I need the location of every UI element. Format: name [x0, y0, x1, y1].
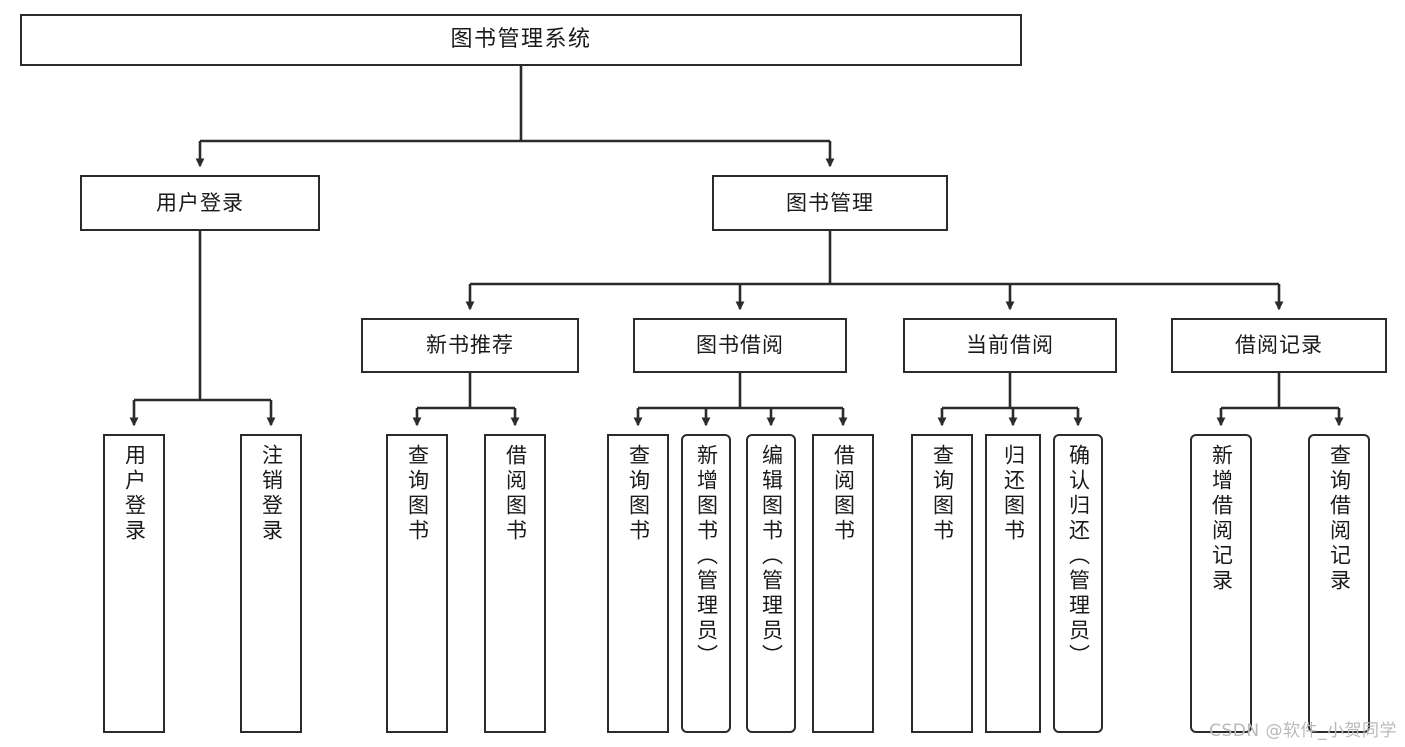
- csdn-watermark: CSDN @软件_小贺同学: [1209, 721, 1397, 741]
- node-label: 图书借阅: [696, 333, 784, 358]
- node-label: 借阅图书: [831, 444, 856, 544]
- node-borrow-record[interactable]: 借阅记录: [1171, 318, 1387, 373]
- node-label: 查询借阅记录: [1327, 444, 1352, 594]
- node-label: 归还图书: [1001, 444, 1026, 544]
- node-book-borrow[interactable]: 图书借阅: [633, 318, 847, 373]
- node-label: 确认归还（管理员）: [1066, 444, 1091, 669]
- node-leaf-confirm-return[interactable]: 确认归还（管理员）: [1053, 434, 1103, 733]
- node-leaf-borrow-book-2[interactable]: 借阅图书: [812, 434, 874, 733]
- node-leaf-add-book[interactable]: 新增图书（管理员）: [681, 434, 731, 733]
- node-leaf-add-record[interactable]: 新增借阅记录: [1190, 434, 1252, 733]
- node-leaf-edit-book[interactable]: 编辑图书（管理员）: [746, 434, 796, 733]
- node-label: 用户登录: [156, 190, 244, 215]
- node-label: 新增图书（管理员）: [694, 444, 719, 669]
- node-leaf-borrow-book-1[interactable]: 借阅图书: [484, 434, 546, 733]
- node-label: 新增借阅记录: [1209, 444, 1234, 594]
- node-user-login[interactable]: 用户登录: [80, 175, 320, 231]
- node-label: 图书管理: [786, 190, 874, 215]
- node-label: 借阅记录: [1235, 333, 1323, 358]
- node-new-book-rec[interactable]: 新书推荐: [361, 318, 579, 373]
- node-leaf-query-book-3[interactable]: 查询图书: [911, 434, 973, 733]
- node-label: 查询图书: [626, 444, 651, 544]
- node-label: 新书推荐: [426, 333, 514, 358]
- node-label: 注销登录: [259, 444, 284, 544]
- node-label: 编辑图书（管理员）: [759, 444, 784, 669]
- node-label: 图书管理系统: [450, 27, 592, 53]
- node-label: 查询图书: [405, 444, 430, 544]
- node-root[interactable]: 图书管理系统: [20, 14, 1022, 66]
- node-book-manage[interactable]: 图书管理: [712, 175, 948, 231]
- node-leaf-user-login[interactable]: 用户登录: [103, 434, 165, 733]
- node-leaf-return-book[interactable]: 归还图书: [985, 434, 1041, 733]
- node-label: 借阅图书: [503, 444, 528, 544]
- node-leaf-query-book-2[interactable]: 查询图书: [607, 434, 669, 733]
- node-leaf-query-book-1[interactable]: 查询图书: [386, 434, 448, 733]
- node-leaf-query-record[interactable]: 查询借阅记录: [1308, 434, 1370, 733]
- node-label: 用户登录: [122, 444, 147, 544]
- node-label: 当前借阅: [966, 333, 1054, 358]
- node-label: 查询图书: [930, 444, 955, 544]
- node-current-borrow[interactable]: 当前借阅: [903, 318, 1117, 373]
- node-leaf-logout[interactable]: 注销登录: [240, 434, 302, 733]
